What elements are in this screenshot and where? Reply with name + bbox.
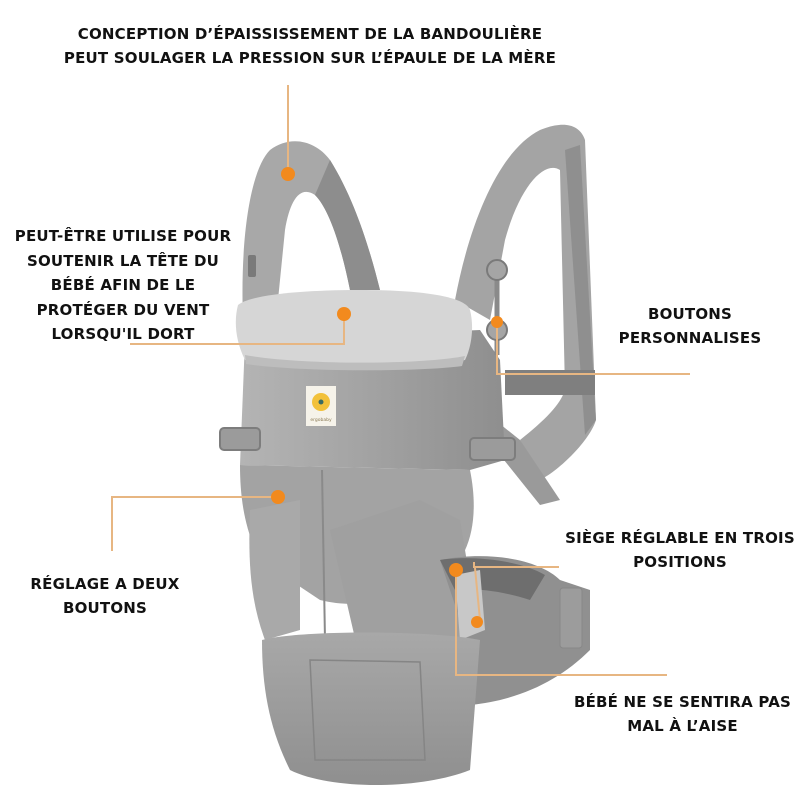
marker-comfort — [471, 616, 483, 628]
marker-head-support — [337, 307, 351, 321]
svg-text:ergobaby: ergobaby — [310, 417, 332, 423]
label-head-support: Peut-être utilise pour soutenir la tête … — [14, 227, 232, 343]
annotation-markers — [271, 167, 503, 628]
carrier-body — [219, 330, 590, 785]
annotation-leader-lines — [111, 85, 690, 676]
label-baby-comfort: Bébé ne se sentira pas mal à l’aise — [573, 693, 792, 735]
label-two-button-adjust: Réglage a deux boutons — [30, 575, 180, 617]
left-shoulder-strap — [242, 141, 380, 330]
brand-logo-tag: ergobaby — [306, 386, 336, 426]
marker-seat — [449, 563, 463, 577]
marker-two-button — [271, 490, 285, 504]
marker-shoulder-strap — [281, 167, 295, 181]
marker-custom-buttons — [491, 316, 503, 328]
label-custom-buttons: Boutons personnalises — [618, 305, 762, 347]
label-seat-adjust: Siège réglable en trois positions — [565, 529, 795, 571]
head-support-hood — [235, 290, 473, 371]
label-shoulder-strap: Conception d’épaississement de la bandou… — [63, 25, 557, 67]
